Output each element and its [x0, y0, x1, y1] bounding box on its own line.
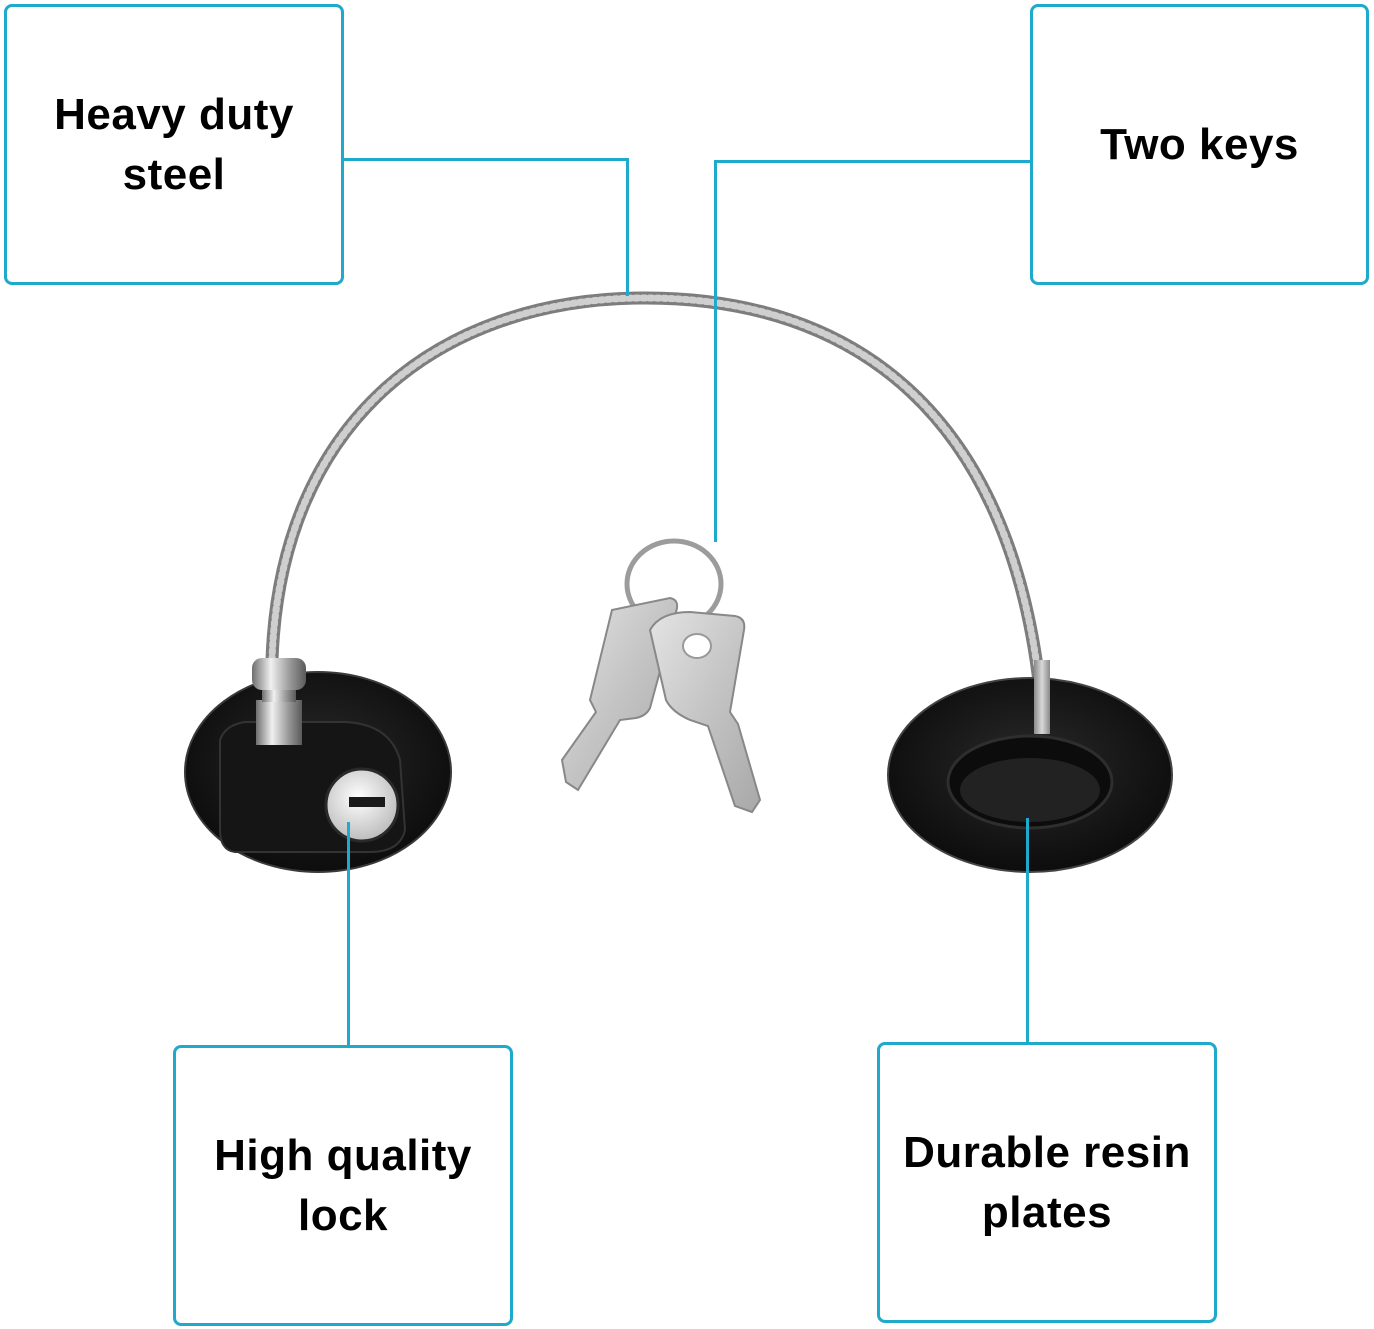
- key-back: [560, 596, 679, 792]
- steel-cable: [265, 291, 1047, 697]
- callout-text-line: lock: [297, 1190, 389, 1240]
- connector-steel-h: [342, 158, 629, 161]
- key-front: [648, 610, 762, 814]
- connector-keys-v: [714, 160, 717, 542]
- callout-text-line: Heavy duty: [54, 89, 294, 139]
- callout-text-line: Durable resin: [903, 1127, 1191, 1177]
- connector-keys-h: [714, 160, 1032, 163]
- connector-plate-v: [1026, 818, 1029, 1044]
- lock-plate: [184, 658, 452, 873]
- connector-lock-v: [347, 822, 350, 1047]
- keys: [560, 538, 762, 814]
- callout-two-keys: Two keys: [1030, 4, 1369, 285]
- callout-high-quality-lock: High quality lock: [173, 1045, 513, 1326]
- callout-text-line: Two keys: [1100, 119, 1299, 169]
- callout-text-line: plates: [981, 1187, 1113, 1237]
- callout-text-line: steel: [122, 149, 226, 199]
- lock-cylinder: [324, 767, 400, 843]
- callout-durable-resin-plates: Durable resin plates: [877, 1042, 1217, 1323]
- callout-heavy-duty-steel: Heavy duty steel: [4, 4, 344, 285]
- connector-steel-v: [626, 158, 629, 296]
- callout-text-line: High quality: [214, 1130, 472, 1180]
- mounting-plate: [887, 660, 1173, 873]
- lock-pin: [252, 658, 306, 745]
